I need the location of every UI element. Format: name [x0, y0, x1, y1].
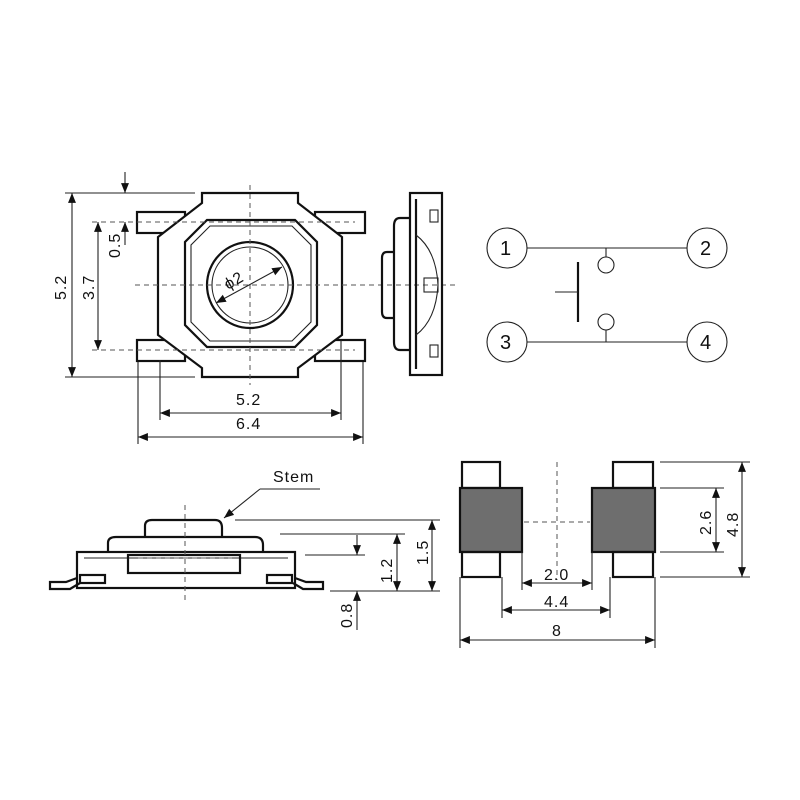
dim-overall-8: 8 [552, 623, 562, 640]
dim-pitch-3-7: 3.7 [81, 275, 98, 300]
pin-1-label: 1 [500, 238, 511, 260]
dim-lead-0-5: 0.5 [107, 233, 124, 258]
dim-overall-6-4: 6.4 [236, 416, 261, 433]
dim-gap-2-0: 2.0 [544, 567, 569, 584]
housing-profile [75, 550, 297, 590]
inner-octagon [183, 218, 319, 349]
pin-4-label: 4 [700, 332, 711, 354]
contact-bottom [597, 313, 615, 331]
pin-4 [686, 321, 728, 363]
dim-inner-span-4-4: 4.4 [544, 594, 569, 611]
pin-2 [686, 227, 728, 269]
pad-right [590, 486, 657, 554]
pad-left [458, 486, 524, 554]
pin-2-label: 2 [700, 238, 711, 260]
pin-3-label: 3 [500, 332, 511, 354]
dim-base-0-8: 0.8 [339, 603, 356, 628]
dim-pad-height-4-8: 4.8 [725, 512, 742, 537]
dim-total-height-1-5: 1.5 [415, 540, 432, 565]
dim-height-5-2: 5.2 [53, 275, 70, 300]
pin-1 [486, 227, 528, 269]
stem-profile [143, 518, 224, 537]
pcb-footprint: 4.8 2.6 2.0 4.4 8 [458, 460, 750, 648]
stem-label: Stem [273, 469, 314, 486]
dim-body-height-1-2: 1.2 [379, 558, 396, 583]
side-profile-view [380, 191, 444, 377]
dim-pad-inner-2-6: 2.6 [698, 510, 715, 535]
contact-top [597, 256, 615, 274]
pin-3 [486, 321, 528, 363]
switch-schematic: 1 2 3 4 [486, 227, 728, 363]
dim-body-width-5-2: 5.2 [236, 392, 261, 409]
side-view: Stem 1.5 1.2 0.8 [48, 469, 440, 630]
top-view: ϕ2 5.2 3.7 0.5 5.2 6.4 [53, 172, 455, 444]
